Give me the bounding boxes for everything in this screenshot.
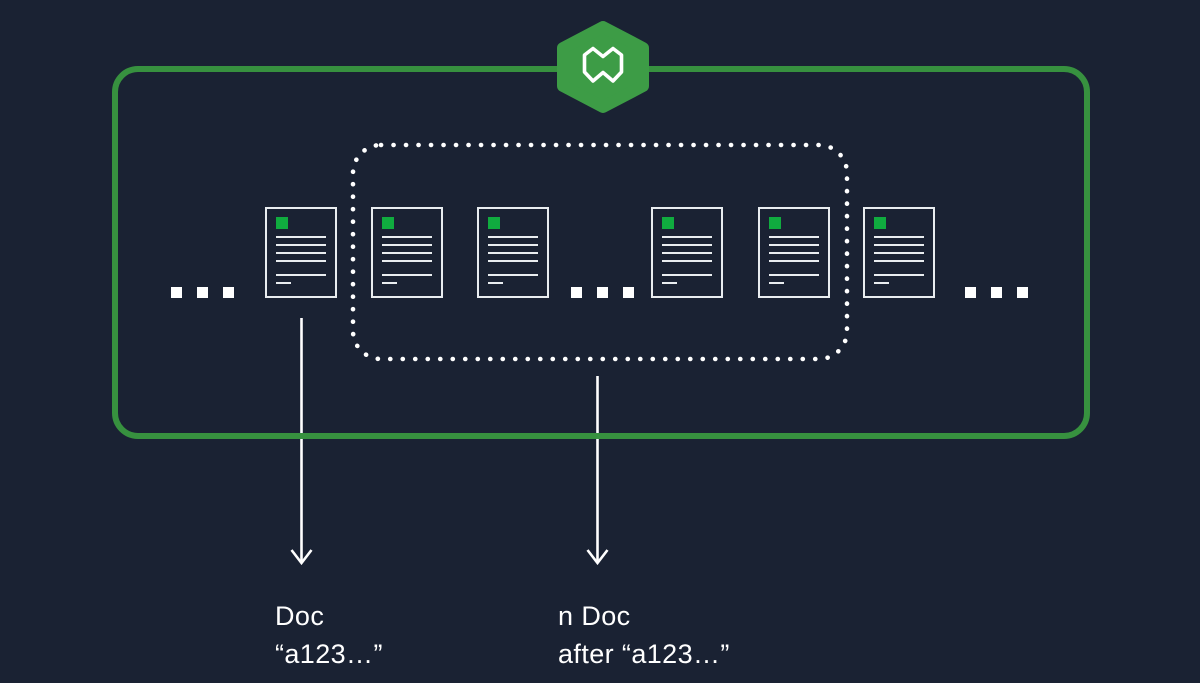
document-text-line <box>488 274 538 276</box>
document-text-line <box>488 236 538 238</box>
document-text-line <box>769 260 819 262</box>
ellipsis-square-icon <box>171 287 182 298</box>
document-text-line <box>276 236 326 238</box>
doc-label-line1: Doc <box>275 601 325 631</box>
document-text-line-short <box>276 282 291 284</box>
document-accent-square-icon <box>874 217 886 229</box>
document-text-line <box>276 260 326 262</box>
document-text-line <box>769 236 819 238</box>
document-text-line <box>662 244 712 246</box>
document-text-line-short <box>488 282 503 284</box>
doc-label: Doc “a123…” <box>275 597 383 673</box>
document-card <box>758 207 830 298</box>
document-card <box>651 207 723 298</box>
document-accent-square-icon <box>488 217 500 229</box>
document-text-line <box>276 244 326 246</box>
ellipsis-square-icon <box>597 287 608 298</box>
document-card <box>371 207 443 298</box>
n-doc-label-line1: n Doc <box>558 601 631 631</box>
n-doc-label: n Doc after “a123…” <box>558 597 730 673</box>
weaviate-logo-icon <box>557 21 649 113</box>
ellipsis-square-icon <box>623 287 634 298</box>
hexagon-shape <box>557 21 649 113</box>
document-text-line <box>276 274 326 276</box>
document-text-line <box>662 236 712 238</box>
document-text-line <box>488 260 538 262</box>
ellipsis-square-icon <box>223 287 234 298</box>
ellipsis-square-icon <box>965 287 976 298</box>
document-text-line <box>769 244 819 246</box>
document-accent-square-icon <box>662 217 674 229</box>
document-text-line <box>382 260 432 262</box>
document-text-line-short <box>874 282 889 284</box>
ellipsis-square-icon <box>571 287 582 298</box>
document-text-line <box>382 244 432 246</box>
n-doc-label-line2: after “a123…” <box>558 639 730 669</box>
ellipsis-square-icon <box>1017 287 1028 298</box>
document-text-line <box>276 252 326 254</box>
document-card <box>863 207 935 298</box>
arrow-n-doc <box>586 376 609 566</box>
document-text-line <box>382 252 432 254</box>
document-text-line-short <box>382 282 397 284</box>
document-text-line <box>488 252 538 254</box>
document-text-line <box>662 274 712 276</box>
ellipsis-square-icon <box>197 287 208 298</box>
document-accent-square-icon <box>769 217 781 229</box>
document-accent-square-icon <box>276 217 288 229</box>
document-text-line-short <box>769 282 784 284</box>
ellipsis-square-icon <box>991 287 1002 298</box>
document-text-line <box>874 244 924 246</box>
document-text-line-short <box>662 282 677 284</box>
document-text-line <box>382 236 432 238</box>
document-text-line <box>382 274 432 276</box>
document-accent-square-icon <box>382 217 394 229</box>
document-text-line <box>662 252 712 254</box>
document-card <box>477 207 549 298</box>
cluster-frame <box>112 66 1090 439</box>
document-text-line <box>662 260 712 262</box>
doc-label-line2: “a123…” <box>275 639 383 669</box>
document-text-line <box>874 260 924 262</box>
document-text-line <box>769 252 819 254</box>
document-text-line <box>769 274 819 276</box>
document-text-line <box>874 252 924 254</box>
document-text-line <box>488 244 538 246</box>
document-text-line <box>874 236 924 238</box>
arrow-doc <box>290 318 313 566</box>
document-text-line <box>874 274 924 276</box>
w-glyph <box>582 46 624 83</box>
dotted-selection-box <box>350 142 850 362</box>
document-card <box>265 207 337 298</box>
